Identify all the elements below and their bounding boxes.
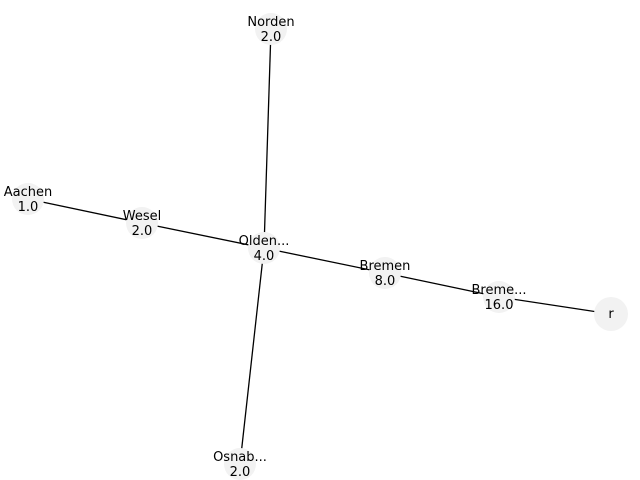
node-circle-root (594, 297, 628, 331)
node-circle-bremerhaven (483, 281, 515, 313)
edge-bremerhaven-root (498, 296, 612, 315)
node-value-wesel: 2.0 (132, 224, 153, 239)
node-circle-osnabrueck (224, 448, 256, 480)
node-circle-wesel (126, 207, 158, 239)
node-oldenburg: Olden...4.0 (239, 232, 290, 264)
node-name-aachen: Aachen (4, 185, 52, 200)
node-value-norden: 2.0 (261, 30, 282, 45)
edge-osnabrueck-oldenburg (239, 247, 265, 465)
graph-edges (27, 28, 612, 465)
node-name-oldenburg: Olden... (239, 234, 290, 249)
node-value-aachen: 1.0 (18, 200, 39, 215)
node-value-oldenburg: 4.0 (254, 249, 275, 264)
graph-nodes: Aachen1.0Wesel2.0Olden...4.0Norden2.0Osn… (4, 13, 628, 480)
edge-oldenburg-bremen (263, 247, 386, 274)
edge-bremen-bremerhaven (384, 272, 500, 298)
node-name-norden: Norden (247, 15, 294, 30)
node-name-osnabrueck: Osnab... (213, 450, 267, 465)
node-circle-oldenburg (248, 232, 280, 264)
node-name-root: r (608, 307, 614, 322)
node-name-wesel: Wesel (123, 209, 161, 224)
node-osnabrueck: Osnab...2.0 (213, 448, 267, 480)
node-circle-norden (255, 13, 287, 45)
node-value-osnabrueck: 2.0 (230, 465, 251, 480)
edge-wesel-oldenburg (141, 222, 265, 249)
node-name-bremen: Bremen (360, 259, 411, 274)
edge-norden-oldenburg (263, 28, 272, 249)
node-bremerhaven: Breme...16.0 (471, 281, 527, 313)
node-circle-bremen (369, 257, 401, 289)
node-name-bremerhaven: Breme... (471, 283, 526, 298)
node-root: r (594, 297, 628, 331)
node-value-bremen: 8.0 (375, 274, 396, 289)
node-value-bremerhaven: 16.0 (485, 298, 514, 313)
node-circle-aachen (12, 183, 44, 215)
edge-aachen-wesel (27, 198, 143, 224)
